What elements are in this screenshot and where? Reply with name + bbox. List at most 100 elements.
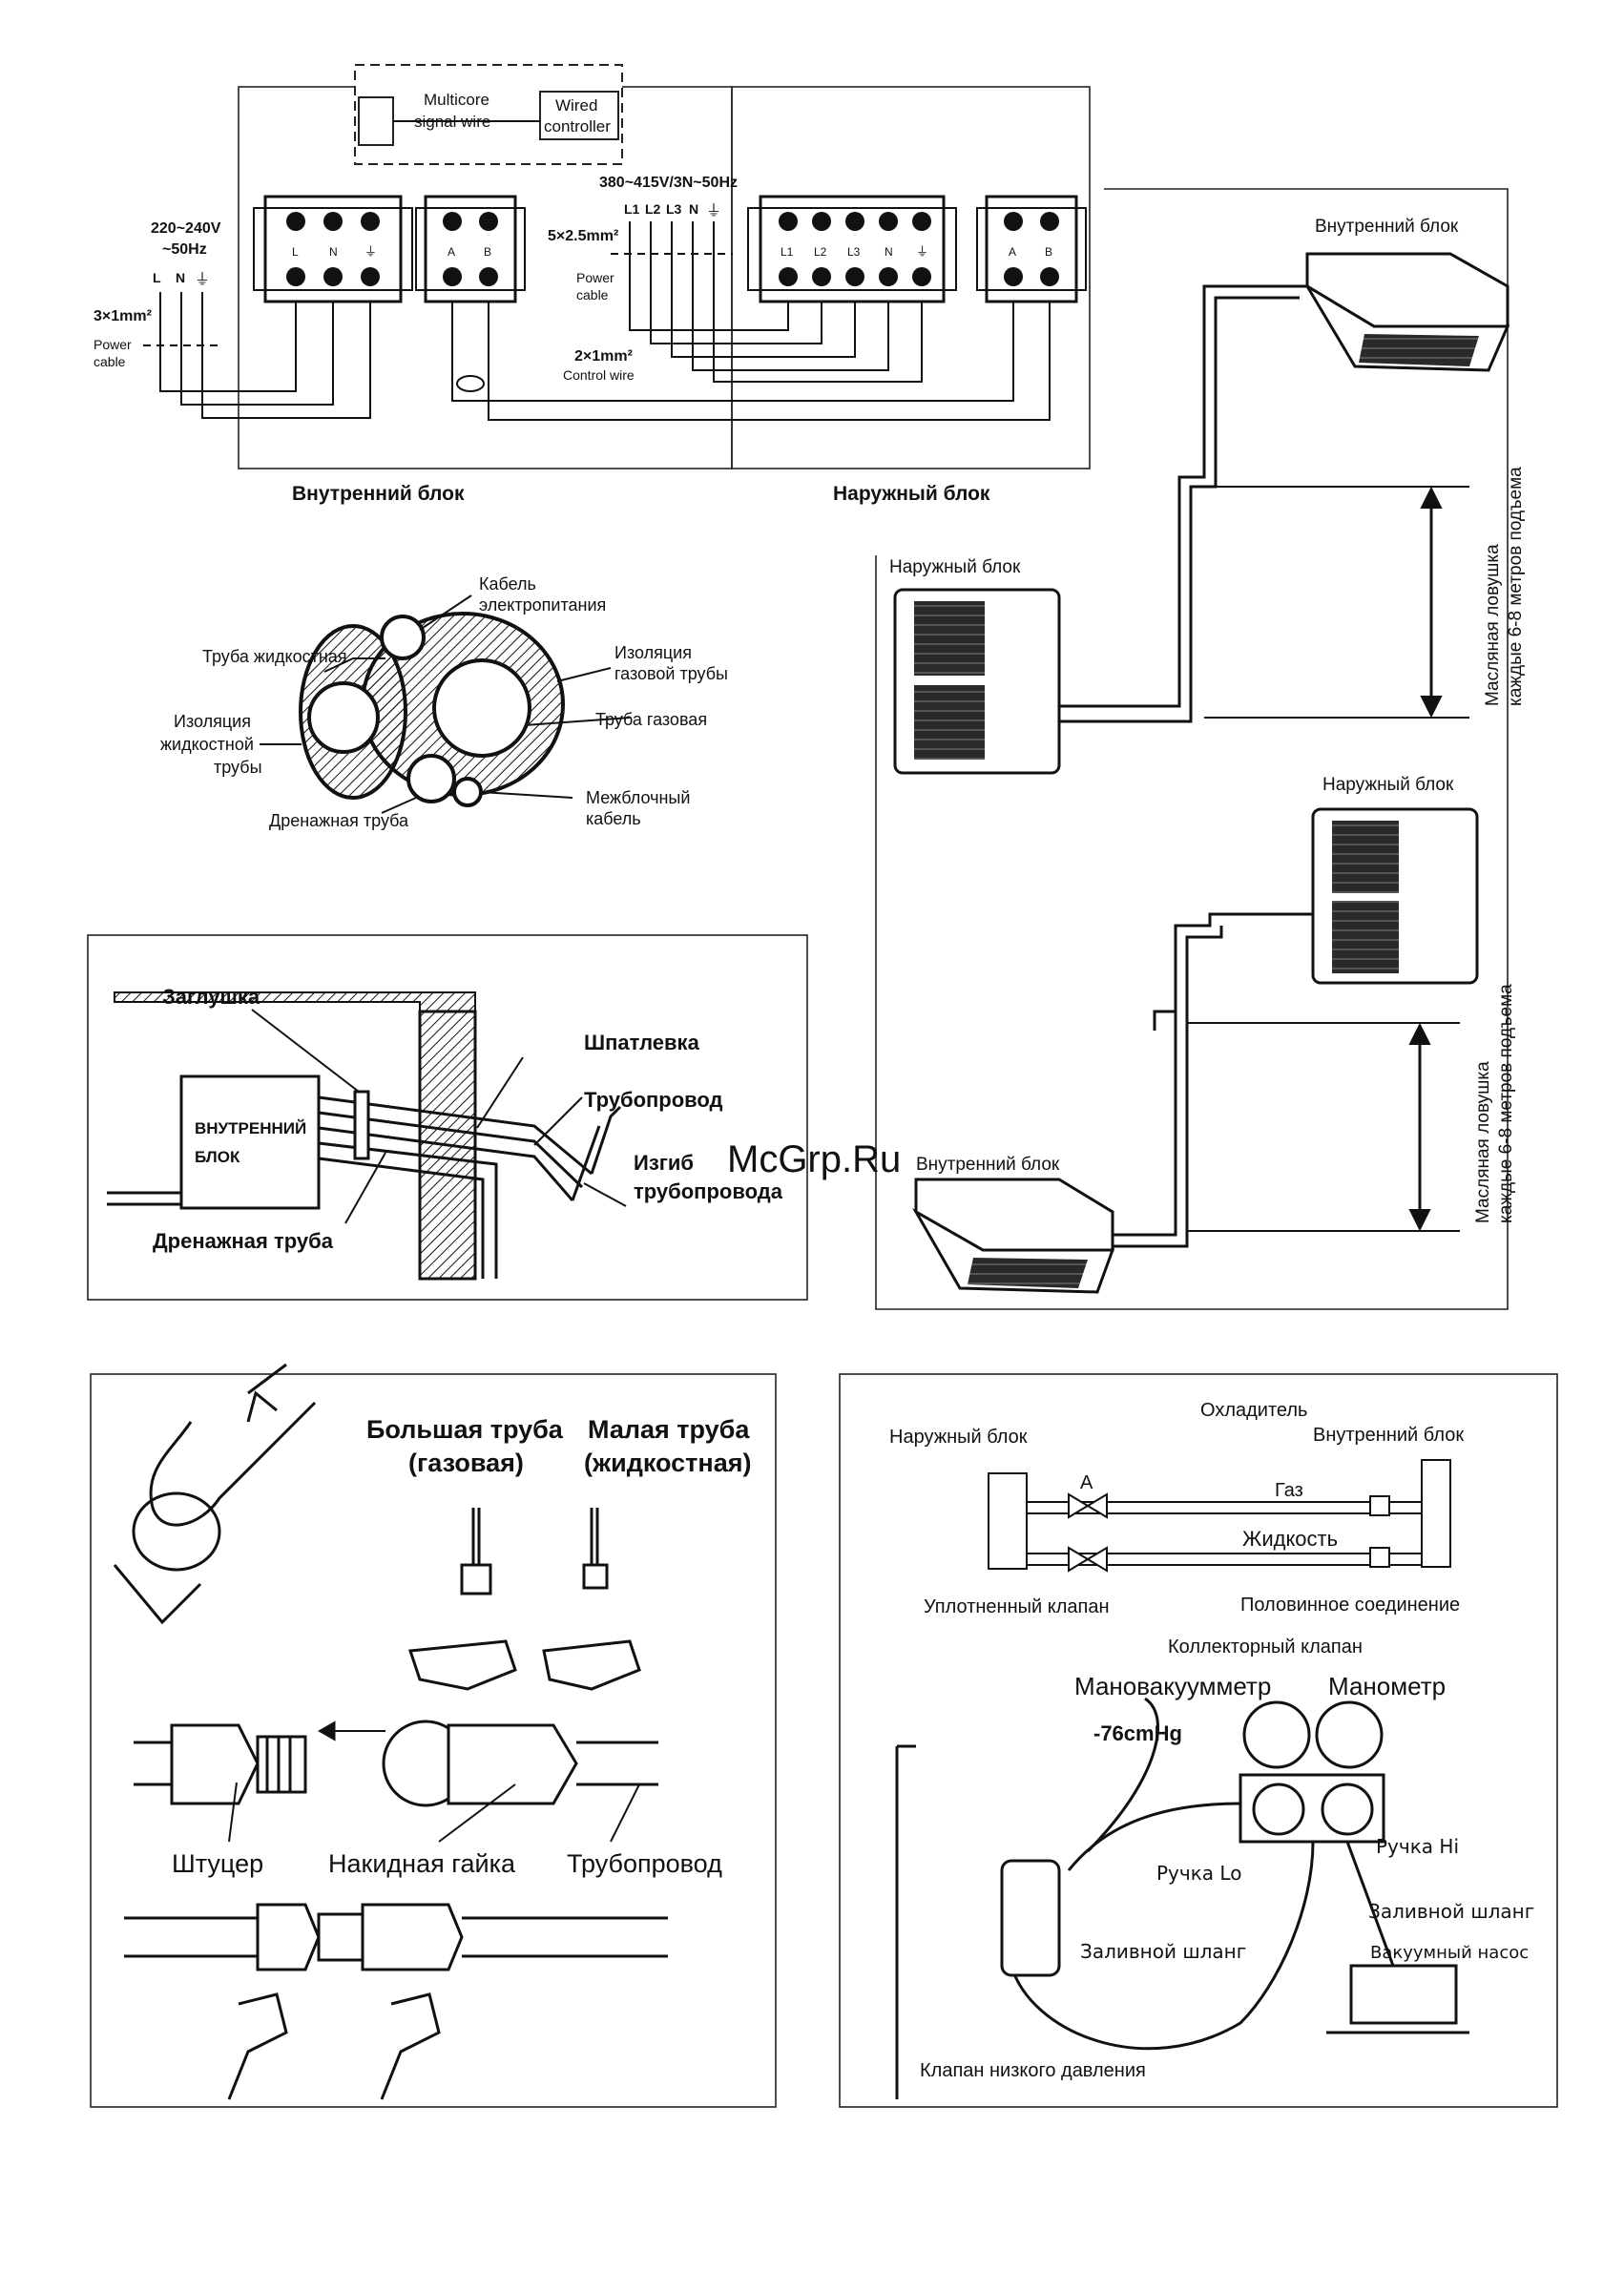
trap-outdoor-right: Наружный блок <box>1322 775 1454 795</box>
bundle-liquid-insulation-1: Изоляция <box>174 712 251 731</box>
vac-sealed-valve: Уплотненный клапан <box>924 1596 1110 1617</box>
outdoor-unit-right <box>1311 807 1479 985</box>
wired-controller-box <box>539 91 619 140</box>
controller-connector <box>358 96 394 146</box>
vac-outdoor: Наружный блок <box>889 1427 1028 1448</box>
cable-3ph: 5×2.5mm² <box>548 228 618 244</box>
trap-note-top-2: каждые 6-8 метров подъема <box>1506 467 1526 706</box>
interunit-cable-circle <box>452 777 483 807</box>
bundle-gas-pipe: Труба газовая <box>595 710 707 729</box>
power-cable-left-2: cable <box>94 354 126 369</box>
flare-before-assembly <box>134 1720 658 1807</box>
wrench-top <box>113 1363 317 1625</box>
supply-1ph-N: N <box>176 270 185 285</box>
terminal-block-outdoor-ab <box>976 195 1087 303</box>
bundle-liquid-insulation-2: жидкостной <box>160 735 254 754</box>
bundle-interunit-cable-2: кабель <box>586 809 641 828</box>
supply-3ph-L1: L1 <box>624 201 640 217</box>
terminal-block-outdoor-power <box>747 195 957 303</box>
wall-plug: Заглушка <box>162 985 260 1009</box>
terminal-block-indoor-power <box>253 195 413 303</box>
cassette-indoor-bottom <box>911 1178 1115 1294</box>
flare-after-assembly <box>124 1903 668 2100</box>
outdoor-term-L2: L2 <box>814 245 827 259</box>
wall-penetration-diagram: ВНУТРЕННИЙ БЛОК Заглушка Шпатлевка Трубо… <box>87 934 808 1301</box>
power-cable-right-2: cable <box>576 287 609 302</box>
cassette-indoor-top <box>1305 252 1510 372</box>
multicore-line1: Multicore <box>424 91 489 109</box>
wall-indoor-1: ВНУТРЕННИЙ <box>195 1119 306 1137</box>
indoor-term-N: N <box>329 245 338 259</box>
supply-1ph-L: L <box>153 270 161 285</box>
trap-pipes-top <box>1059 284 1307 723</box>
wired-controller-line1: Wired <box>555 96 597 115</box>
flare-connection-diagram: Большая труба (газовая) Малая труба (жид… <box>90 1363 777 2108</box>
vac-hoses <box>895 1697 1469 2099</box>
trap-indoor-bottom: Внутренний блок <box>916 1155 1060 1175</box>
vac-pressure-gauge: Манометр <box>1328 1672 1446 1700</box>
trap-note-top-1: Масляная ловушка <box>1483 544 1503 706</box>
flare-big-pipe-1: Большая труба <box>366 1415 564 1444</box>
bundle-interunit-cable-1: Межблочный <box>586 788 690 807</box>
outdoor-term-N: N <box>885 245 893 259</box>
flare-small-pipe-1: Малая труба <box>588 1415 750 1444</box>
supply-1ph-earth: ⏚ <box>195 270 210 288</box>
outdoor-term-L1: L1 <box>781 245 794 259</box>
bundle-liquid-insulation-3: трубы <box>214 758 262 777</box>
outdoor-term-earth: ⏚ <box>916 245 928 260</box>
vac-manifold-body <box>1239 1700 1385 1844</box>
vac-charge-hose-right: Заливной шланг <box>1368 1900 1534 1923</box>
vac-charge-hose-left: Заливной шланг <box>1080 1940 1246 1963</box>
supply-3ph-earth: ⏚ <box>706 201 721 219</box>
power-cable-left-1: Power <box>94 337 132 352</box>
wired-controller-line2: controller <box>544 117 611 136</box>
vac-gas: Газ <box>1275 1480 1303 1501</box>
vac-half-union: Половинное соединение <box>1240 1595 1460 1616</box>
bundle-power-cable-1: Кабель <box>479 574 536 594</box>
flare-nut: Накидная гайка <box>328 1849 516 1878</box>
cable-1ph: 3×1mm² <box>94 308 152 324</box>
trap-pipes-bottom <box>1113 912 1313 1248</box>
bundle-power-cable-2: электропитания <box>479 595 606 615</box>
pipe-bundle-diagram: Кабель электропитания Труба жидкостная И… <box>160 574 728 830</box>
vacuum-diagram: Охладитель Наружный блок Внутренний блок… <box>839 1373 1558 2108</box>
control-wire-label: Control wire <box>563 367 635 383</box>
outdoor-unit-label: Наружный блок <box>833 483 990 505</box>
liquid-pipe-circle <box>307 681 380 754</box>
wiring-diagram: Multicore signal wire Wired controller L… <box>94 64 1091 505</box>
vac-lo-knob: Ручка Lo <box>1156 1862 1241 1885</box>
indoor-term-L: L <box>292 245 299 259</box>
vac-refrigerant: Охладитель <box>1200 1400 1307 1421</box>
wall-bend-1: Изгиб <box>634 1151 694 1175</box>
supply-1ph-line1: 220~240V <box>151 220 221 237</box>
bundle-gas-insulation-2: газовой трубы <box>614 664 728 683</box>
wall-drain: Дренажная труба <box>153 1229 334 1253</box>
power-cable-circle <box>380 615 426 660</box>
trap-height-arrow-bottom <box>1187 1022 1460 1232</box>
vac-liquid: Жидкость <box>1242 1527 1338 1551</box>
outdoor-term-A: A <box>1009 245 1016 259</box>
terminal-block-indoor-ab <box>415 195 526 303</box>
flare-pipeline: Трубопровод <box>567 1849 722 1878</box>
trap-outdoor-left: Наружный блок <box>889 557 1021 577</box>
indoor-term-B: B <box>484 245 491 259</box>
power-wires-left <box>143 292 371 419</box>
indoor-unit-label: Внутренний блок <box>292 483 465 505</box>
trap-note-bottom-2: каждые 6-8 метров подъема <box>1496 984 1516 1223</box>
supply-3ph-N: N <box>689 201 698 217</box>
wall-indoor-2: БЛОК <box>195 1148 240 1166</box>
pipes-through-wall <box>107 1095 622 1279</box>
wall-putty: Шпатлевка <box>584 1031 700 1054</box>
flare-panel-frame <box>90 1373 777 2108</box>
plug-cap <box>353 1090 370 1160</box>
vac-valves <box>1068 1492 1390 1573</box>
outdoor-unit-frame <box>731 86 1091 469</box>
wall-bend-2: трубопровода <box>634 1179 783 1203</box>
flare-fitting: Штуцер <box>172 1849 263 1878</box>
flare-small-pipe-2: (жидкостная) <box>584 1449 751 1477</box>
supply-3ph: 380~415V/3N~50Hz <box>599 175 738 191</box>
bundle-liquid-pipe: Труба жидкостная <box>202 647 347 666</box>
control-cable: 2×1mm² <box>574 348 633 365</box>
indoor-unit-box <box>179 1074 321 1210</box>
vacuum-panel-frame <box>839 1373 1558 2108</box>
